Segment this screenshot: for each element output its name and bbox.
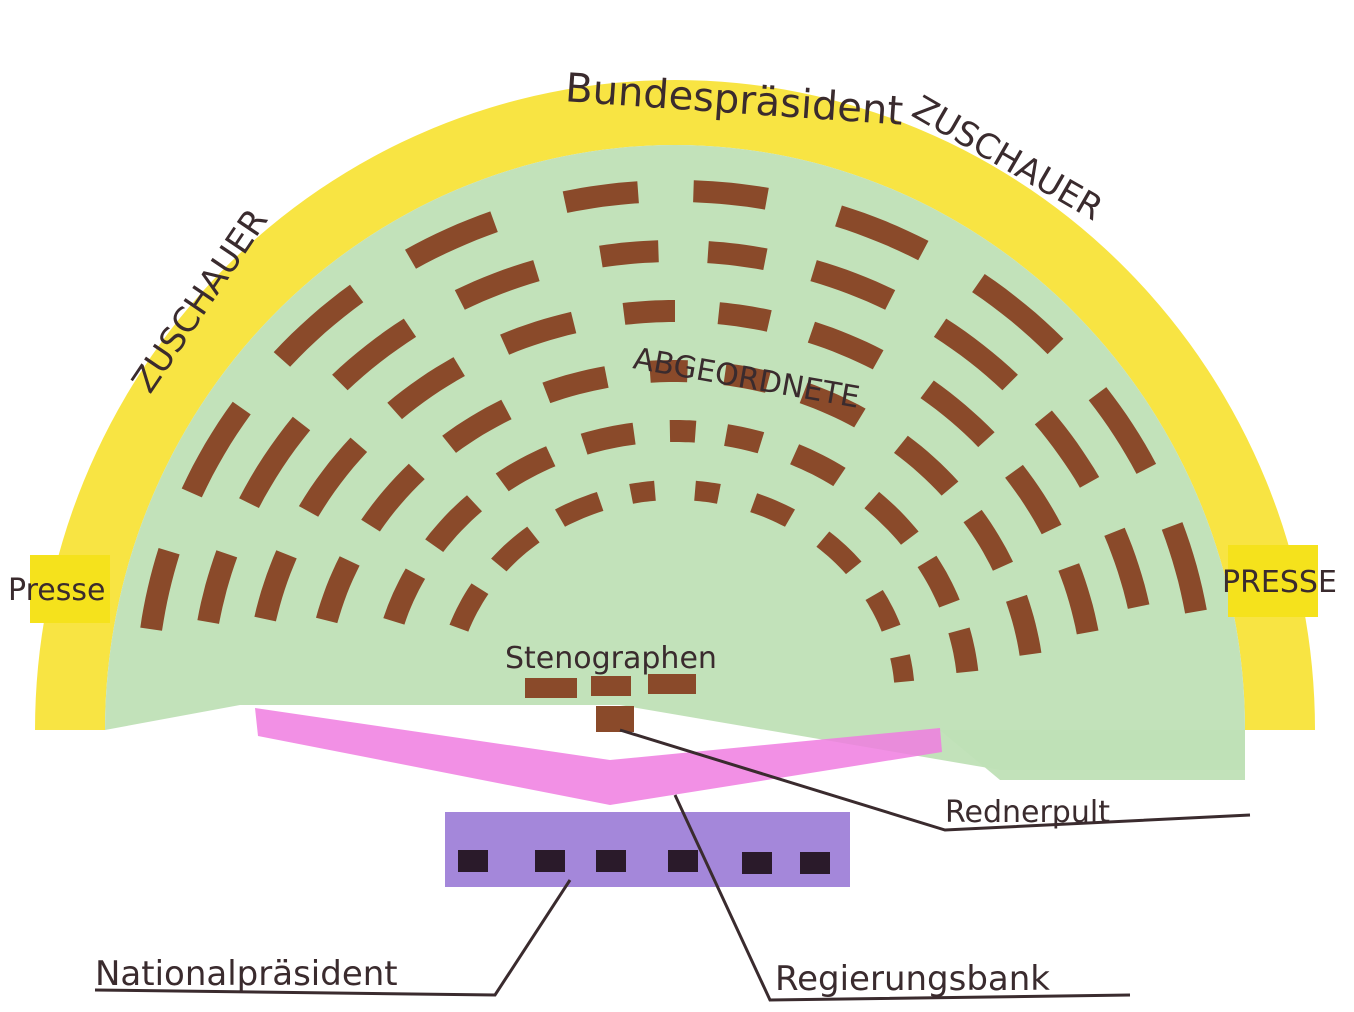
label-nationalpraesident: Nationalpräsident [95, 954, 398, 994]
stenographer-seat [591, 676, 631, 696]
stenographer-seat [648, 674, 696, 694]
president-seat [535, 850, 565, 872]
deputy-seat-row [890, 654, 914, 682]
president-seat [742, 852, 772, 874]
president-seat [668, 850, 698, 872]
label-regierungsbank: Regierungsbank [775, 959, 1050, 999]
president-seat [596, 850, 626, 872]
label-rednerpult: Rednerpult [945, 795, 1110, 830]
president-seat [458, 850, 488, 872]
label-presse-right: PRESSE [1222, 565, 1337, 600]
label-presse-left: Presse [8, 573, 105, 608]
deputy-seat-row [629, 481, 656, 504]
deputy-seat-row [670, 420, 697, 443]
chamber-floor-lower-right [940, 730, 1245, 780]
president-desk [445, 812, 850, 887]
stenographer-seat [525, 678, 577, 698]
lectern [596, 706, 634, 732]
deputy-seat-row [623, 300, 675, 325]
label-stenographen: Stenographen [505, 641, 717, 676]
president-seat [800, 852, 830, 874]
deputy-seat-row [694, 481, 721, 504]
